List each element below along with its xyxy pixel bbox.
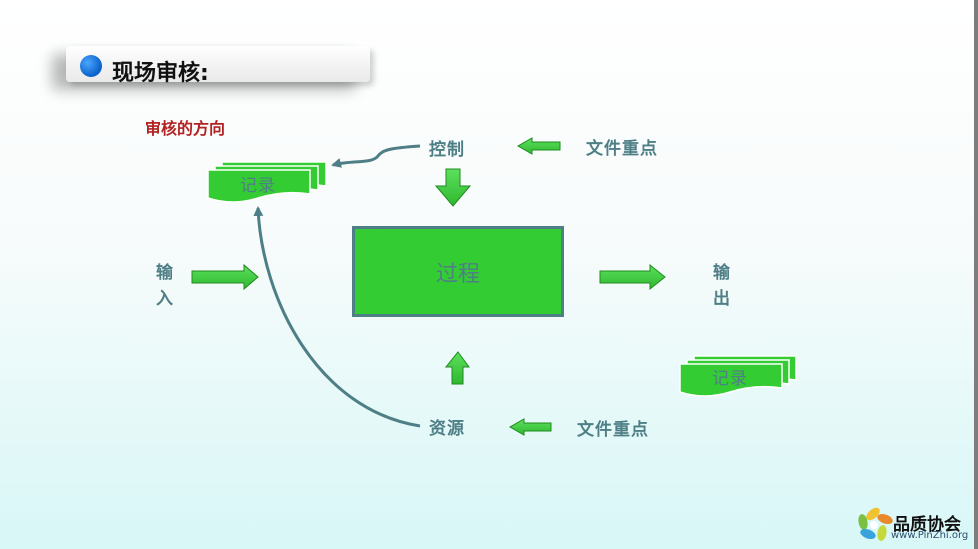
- logo-name: 品质协会: [893, 515, 961, 535]
- down-arrow-control: [434, 168, 472, 207]
- resource-to-record-connector: [253, 206, 421, 428]
- control-label: 控制: [429, 140, 465, 160]
- record-bottom-shape: [679, 355, 797, 397]
- record-top-label: 记录: [240, 176, 276, 196]
- right-arrow-output: [599, 263, 666, 291]
- output-label: 输 出: [713, 263, 731, 309]
- process-box: 过程: [352, 226, 564, 317]
- logo-url: www.PinZhi.org: [891, 530, 969, 541]
- process-label: 过程: [435, 261, 480, 287]
- left-arrow-doc-top: [516, 137, 561, 155]
- page-title: 现场审核:: [112, 61, 209, 86]
- title-bar: [66, 46, 370, 82]
- right-edge-border: [974, 0, 978, 549]
- record-bottom-label: 记录: [712, 369, 748, 389]
- pinzhi-logo-icon: [858, 507, 893, 541]
- title-bullet-icon: [80, 55, 102, 77]
- up-arrow-resource: [444, 351, 470, 385]
- record-top-shape: [207, 161, 327, 203]
- doc-focus-bottom-label: 文件重点: [577, 420, 649, 440]
- right-arrow-input: [191, 263, 259, 291]
- resource-label: 资源: [429, 419, 465, 439]
- diagram-subtitle: 审核的方向: [145, 119, 226, 138]
- control-to-record-connector: [331, 144, 421, 168]
- doc-focus-top-label: 文件重点: [586, 139, 658, 159]
- input-label: 输 入: [156, 263, 174, 309]
- left-arrow-doc-bottom: [508, 418, 552, 436]
